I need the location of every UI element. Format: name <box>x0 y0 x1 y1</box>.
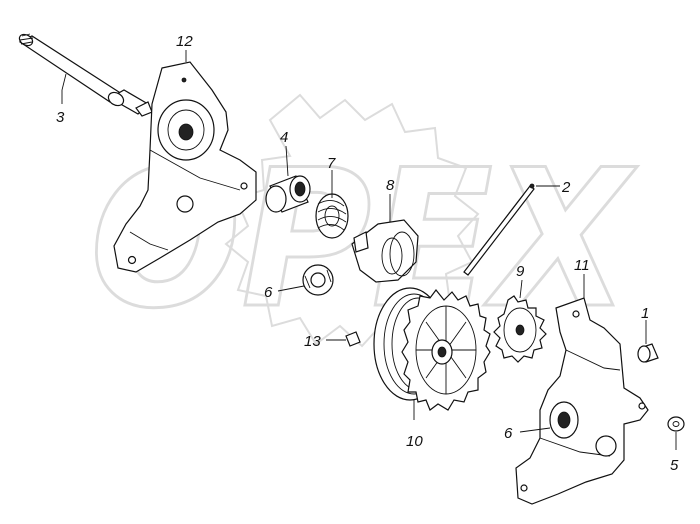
part-1-rivet <box>637 343 659 363</box>
leader-lines <box>61 50 677 450</box>
part-8-cam-disk <box>351 219 419 283</box>
part-3-shaft <box>18 33 153 117</box>
part-13-small-pin <box>345 331 361 347</box>
callout-6-upper: 6 <box>264 284 273 301</box>
callout-5: 5 <box>670 457 679 474</box>
callout-8: 8 <box>386 177 395 194</box>
callout-10: 10 <box>406 433 423 450</box>
part-12-lever-bracket <box>113 61 257 273</box>
callout-12: 12 <box>176 33 193 50</box>
callout-4: 4 <box>280 129 288 146</box>
part-6-washer-upper <box>302 264 334 296</box>
part-10-large-gear <box>373 287 491 411</box>
part-2-pin <box>463 183 535 276</box>
part-5-small-washer <box>667 416 685 432</box>
part-7-spring <box>315 193 349 239</box>
callout-2: 2 <box>561 179 571 196</box>
part-11-mounting-bracket <box>515 297 649 505</box>
part-4-bushing <box>265 175 311 213</box>
callout-3: 3 <box>56 109 65 126</box>
callout-7: 7 <box>327 155 336 172</box>
part-9-small-gear <box>493 295 547 363</box>
callout-1: 1 <box>641 305 649 322</box>
callout-labels: 3 12 4 7 8 2 6 9 11 13 1 10 6 5 <box>56 33 679 474</box>
callout-11: 11 <box>574 257 590 274</box>
callout-9: 9 <box>516 263 525 280</box>
callout-13: 13 <box>304 333 321 350</box>
callout-6-lower: 6 <box>504 425 513 442</box>
